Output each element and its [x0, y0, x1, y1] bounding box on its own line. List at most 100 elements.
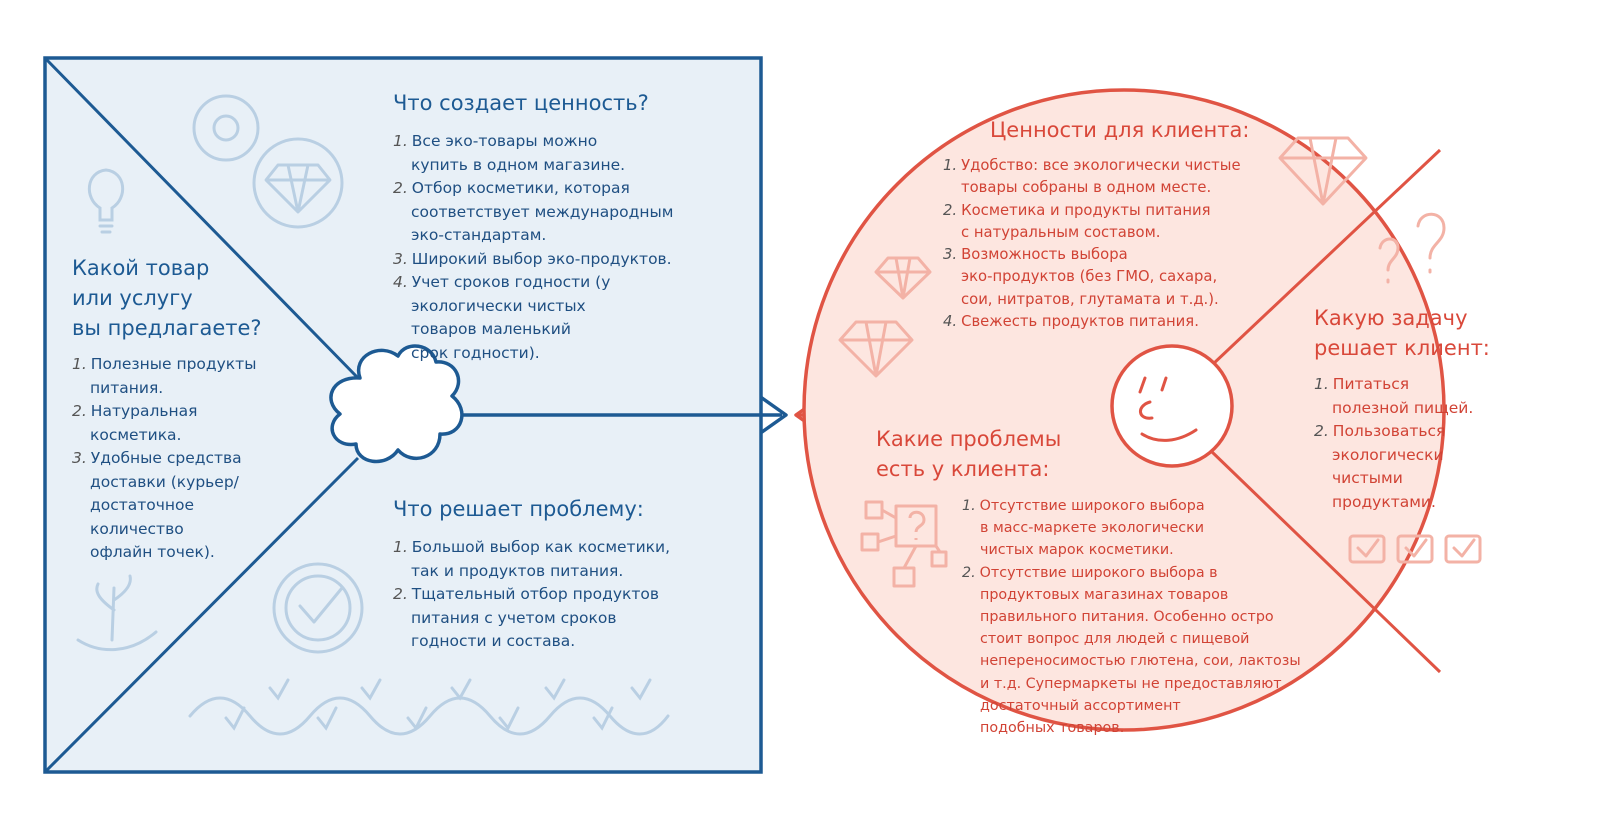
list-item-line: срок годности).	[393, 342, 738, 366]
list-item-line: с натуральным составом.	[943, 222, 1273, 244]
list-item-number: 1.	[1314, 375, 1329, 393]
list-item-text: Отсутствие широкого выбора в	[979, 564, 1218, 581]
list-item-text: товаров маленький	[411, 320, 571, 338]
flowchart-question-icon	[860, 500, 948, 588]
list-item-line: косметика.	[72, 424, 332, 448]
list-item-number: 2.	[1314, 422, 1329, 440]
diamond-icon-blue	[264, 163, 332, 214]
list-item-text: непереносимостью глютена, сои, лактозы	[980, 653, 1301, 670]
list-item-line: товаров маленький	[393, 318, 738, 342]
list-item-text: экологически чистых	[411, 296, 586, 315]
list-item-text: годности и состава.	[411, 632, 576, 650]
badge-check-icon	[272, 562, 364, 654]
list-item-line: 2.Тщательный отбор продуктов	[393, 583, 723, 607]
list-item-line: чистыми	[1314, 467, 1494, 491]
customer-face-eyes	[1138, 376, 1168, 394]
list-item-text: подобных товаров.	[980, 720, 1125, 737]
product-diagonal-top	[43, 56, 360, 380]
list-item-line: 4.Учет сроков годности (у	[393, 271, 738, 295]
gains-title: Ценности для клиента:	[990, 118, 1250, 142]
list-item-line: 2.Пользоваться	[1314, 420, 1494, 444]
offer-title-line: Какой товар	[72, 256, 210, 280]
jobs-title: Какую задачу решает клиент:	[1314, 303, 1490, 363]
list-item-line: эко-продуктов (без ГМО, сахара,	[943, 266, 1273, 288]
list-item-text: офлайн точек).	[90, 543, 215, 561]
list-item-text: эко-продуктов (без ГМО, сахара,	[961, 268, 1218, 286]
offer-title: Какой товар или услугу вы предлагаете?	[72, 253, 262, 343]
list-item-text: Питаться	[1332, 375, 1410, 393]
list-item-text: сои, нитратов, глутамата и т.д.).	[961, 290, 1219, 308]
list-item-number: 2.	[393, 585, 408, 603]
pains-title-line: Какие проблемы	[876, 427, 1062, 451]
list-item-text: продуктовых магазинах товаров	[980, 586, 1229, 603]
list-item-line: 3.Удобные средства	[72, 447, 332, 471]
list-item-text: косметика.	[90, 425, 182, 444]
plant-hand-icon	[76, 574, 158, 652]
list-item-text: Отбор косметики, которая	[411, 179, 630, 197]
list-item-text: Возможность выбора	[961, 246, 1128, 264]
list-item-text: в масс-маркете экологически	[980, 520, 1205, 537]
list-item-line: 1.Все эко-товары можно	[393, 130, 738, 154]
pain-relievers-title: Что решает проблему:	[393, 497, 644, 521]
customer-divider-top	[1210, 148, 1442, 367]
list-item-text: соответствует международным	[411, 202, 674, 221]
list-item-text: продуктами.	[1332, 492, 1436, 511]
list-item: 1.Большой выбор как косметики,так и прод…	[393, 536, 723, 583]
list-item-line: непереносимостью глютена, сои, лактозы	[962, 650, 1332, 672]
list-item-number: 3.	[943, 246, 958, 264]
list-item-text: Учет сроков годности (у	[411, 273, 611, 291]
list-item-line: 3.Широкий выбор эко-продуктов.	[393, 248, 738, 272]
value-creators-title: Что создает ценность?	[393, 91, 649, 115]
pains-title-line: есть у клиента:	[876, 457, 1050, 481]
jobs-title-line: Какую задачу	[1314, 306, 1468, 330]
list-item-number: 2.	[943, 201, 958, 219]
list-item-text: Свежесть продуктов питания.	[961, 313, 1199, 331]
list-item-text: правильного питания. Особенно остро	[980, 609, 1274, 626]
offer-title-line: вы предлагаете?	[72, 316, 262, 340]
list-item-text: Натуральная	[90, 402, 198, 420]
list-item-line: 2.Отсутствие широкого выбора в	[962, 562, 1332, 584]
customer-divider-bottom	[1208, 448, 1442, 674]
list-item-line: купить в одном магазине.	[393, 154, 738, 178]
list-item-line: достаточный ассортимент	[962, 695, 1332, 717]
customer-face	[1110, 344, 1234, 468]
list-item-line: 2.Отбор косметики, которая	[393, 177, 738, 201]
gear-icon	[192, 94, 344, 229]
list-item-line: 2.Натуральная	[72, 400, 332, 424]
list-item-line: питания.	[72, 377, 332, 401]
list-item-number: 1.	[393, 132, 408, 150]
list-item-line: товары собраны в одном месте.	[943, 177, 1273, 199]
jobs-title-line: решает клиент:	[1314, 336, 1490, 360]
pains-title: Какие проблемы есть у клиента:	[876, 424, 1061, 484]
list-item: 2.Косметика и продукты питания с натураль…	[943, 200, 1273, 245]
list-item-line: 1.Отсутствие широкого выбора	[962, 495, 1332, 517]
list-item-text: Удобство: все экологически чистые	[961, 157, 1241, 174]
list-item-number: 1.	[72, 355, 87, 373]
list-item-number: 2.	[393, 179, 408, 197]
list-item-text: питания.	[90, 378, 164, 397]
list-item-text: Удобные средства	[90, 449, 242, 467]
customer-face-smile	[1140, 428, 1198, 442]
list-item-line: чистых марок косметики.	[962, 539, 1332, 561]
list-item-text: доставки (курьер/	[90, 472, 239, 491]
list-item-line: и т.д. Супермаркеты не предоставляют	[962, 673, 1332, 695]
diamond-icon-small	[874, 256, 932, 300]
list-item-line: стоит вопрос для людей с пищевой	[962, 628, 1332, 650]
list-item-text: эко-стандартам.	[411, 226, 547, 244]
pains-list: 1.Отсутствие широкого выбора в масс-марке…	[962, 495, 1332, 739]
list-item: 3.Возможность выбора эко-продуктов (без Г…	[943, 244, 1273, 311]
list-item-line: годности и состава.	[393, 630, 723, 654]
list-item-line: правильного питания. Особенно остро	[962, 606, 1332, 628]
list-item-line: соответствует международным	[393, 201, 738, 225]
list-item-text: Косметика и продукты питания	[961, 201, 1211, 219]
list-item: 1.Отсутствие широкого выбора в масс-марке…	[962, 495, 1332, 562]
list-item-text: Большой выбор как косметики,	[411, 538, 671, 556]
